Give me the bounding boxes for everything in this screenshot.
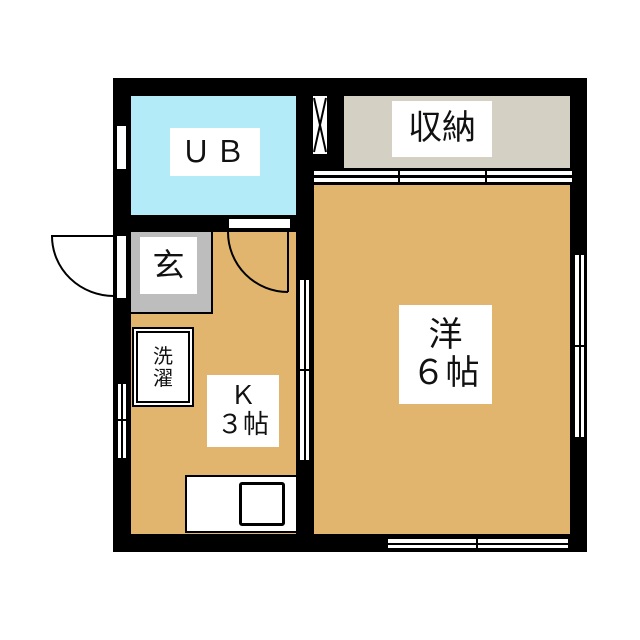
kitchen-left-window: [115, 384, 129, 458]
bath-door-opening: [229, 219, 290, 228]
storage-sliding-door: [314, 170, 572, 184]
laundry-space: [132, 327, 194, 407]
western-bottom-window: [388, 537, 568, 551]
bath-label: ＵＢ: [170, 128, 260, 176]
entrance-label: 玄: [140, 237, 197, 294]
storage-label: 収納: [392, 101, 492, 157]
center-wall-window: [297, 280, 311, 460]
western-room-label: 洋 ６帖: [399, 305, 492, 404]
sink-basin-icon: [239, 482, 285, 526]
bath-door-swing: [226, 230, 292, 296]
entry-door-opening: [117, 236, 126, 298]
entry-door-swing: [50, 234, 116, 298]
western-right-window: [572, 255, 586, 437]
bath-window: [117, 126, 126, 169]
kitchen-label: Ｋ ３帖: [207, 375, 279, 447]
pipe-shaft-icon: [313, 96, 327, 154]
laundry-label: 洗 濯: [153, 344, 173, 390]
